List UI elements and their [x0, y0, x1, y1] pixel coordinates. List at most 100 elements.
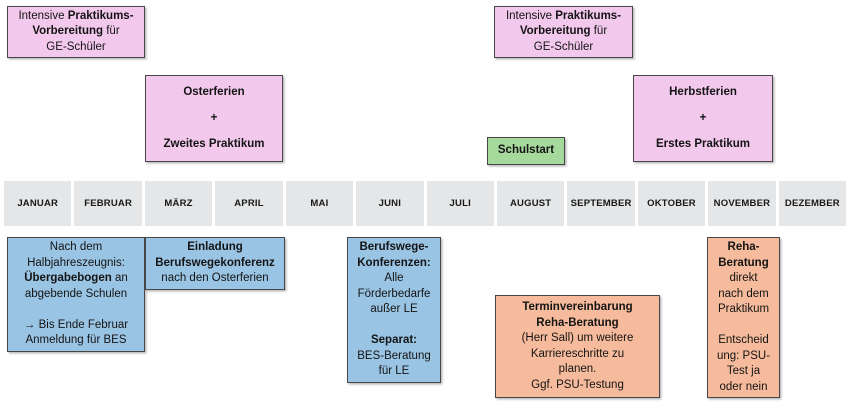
text-line: Karriereschritte zu [531, 347, 624, 363]
text-line: oder nein [720, 380, 768, 396]
text-segment: Schulstart [497, 144, 555, 157]
text-segment: abgebende Schulen [24, 287, 128, 300]
text-segment: Praktikums- [555, 9, 622, 22]
text-line: (Herr Sall) um weitere [522, 331, 634, 347]
text-segment: Erstes Praktikum [656, 137, 750, 150]
text-line: Osterferien [183, 85, 244, 101]
text-segment: Osterferien [183, 86, 245, 98]
month-cell: SEPTEMBER [567, 181, 635, 226]
text-line: außer LE [370, 302, 417, 318]
text-line: BES-Beratung [357, 349, 431, 365]
text-line: Vorbereitung für [520, 24, 607, 40]
text-segment: oder nein [719, 380, 768, 393]
text-segment: Karriereschritte zu [530, 347, 625, 360]
text-line: + [700, 111, 707, 127]
text-segment: Zweites Praktikum [163, 137, 265, 150]
text-segment: Intensive [505, 9, 556, 22]
text-line: abgebende Schulen [25, 287, 127, 303]
text-segment: (Herr Sall) um weitere [521, 332, 634, 344]
event-box-schulstart: Schulstart [487, 137, 565, 165]
text-line: nach den Osterferien [161, 271, 268, 287]
month-cell: NOVEMBER [708, 181, 776, 226]
text-segment: außer LE [370, 303, 418, 316]
text-segment: + [210, 111, 218, 124]
text-line: Beratung [718, 256, 768, 272]
text-line: direkt [729, 271, 757, 287]
text-segment: Herbstferien [669, 86, 737, 98]
text-segment: Förderbedarfe [357, 287, 431, 300]
text-segment: Anmeldung für BES [25, 334, 127, 347]
text-segment: direkt [729, 272, 758, 284]
text-segment: → Bis Ende Februar [23, 318, 129, 331]
text-segment: ung: PSU- [716, 349, 771, 362]
text-segment: Praktikum [717, 303, 770, 315]
text-line: Reha- [728, 240, 760, 256]
month-cell: AUGUST [496, 181, 565, 226]
text-line: Erstes Praktikum [656, 137, 750, 153]
text-line: für LE [379, 364, 410, 380]
text-segment: Vorbereitung [32, 25, 104, 38]
month-cell: MÄRZ [144, 181, 213, 226]
text-segment: Terminvereinbarung [522, 301, 633, 313]
month-cell: JANUAR [4, 181, 72, 226]
event-box-osterferien-zweites-praktikum: Osterferien + Zweites Praktikum [145, 75, 283, 162]
text-line: Herbstferien [669, 85, 737, 101]
text-line: + [211, 111, 218, 127]
text-line: Zweites Praktikum [164, 137, 265, 153]
text-segment: Entscheid [718, 334, 769, 346]
text-segment: Reha-Beratung [536, 316, 619, 329]
month-cell: FEBRUAR [74, 181, 142, 226]
text-line: Förderbedarfe [358, 287, 431, 303]
month-cell: JULI [426, 181, 494, 226]
text-line: Berufswegekonferenz [155, 256, 275, 272]
text-line: planen. [559, 362, 597, 378]
text-segment: nach den Osterferien [161, 272, 269, 285]
text-segment: Übergabebogen [24, 272, 112, 285]
month-cell: APRIL [215, 181, 283, 226]
text-line: Konferenzen: [357, 256, 430, 272]
text-segment: Berufswege- [359, 241, 429, 254]
text-line: Entscheid [718, 333, 769, 349]
text-line: nach dem [718, 287, 769, 303]
text-segment: Praktikums- [67, 9, 134, 22]
text-line: Berufswege- [359, 240, 428, 256]
text-line: Terminvereinbarung [522, 300, 632, 316]
text-segment: Ggf. PSU-Testung [531, 378, 624, 391]
text-line: GE-Schüler [46, 40, 105, 56]
text-line: Ggf. PSU-Testung [531, 378, 624, 394]
text-segment: Alle [384, 272, 404, 285]
text-segment: + [699, 111, 707, 124]
text-segment: Nach dem [49, 241, 103, 254]
text-segment: Konferenzen: [357, 256, 431, 269]
text-segment: planen. [558, 363, 597, 375]
event-box-herbstferien-erstes-praktikum: Herbstferien + Erstes Praktikum [633, 75, 773, 162]
month-cell: JUNI [356, 181, 424, 226]
text-line: Reha-Beratung [536, 316, 618, 332]
text-line: Praktikum [718, 302, 769, 318]
text-segment: BES-Beratung [357, 349, 431, 362]
text-line: Intensive Praktikums- [506, 9, 621, 25]
text-line: Nach dem [50, 240, 102, 256]
text-segment: Vorbereitung [519, 25, 591, 38]
text-segment: für LE [378, 365, 410, 378]
text-line: → Bis Ende Februar [24, 318, 128, 334]
text-segment: Separat: [370, 334, 418, 347]
month-cell: MAI [285, 181, 354, 226]
text-line: Einladung [187, 240, 243, 256]
text-line: GE-Schüler [534, 40, 593, 56]
text-line: Halbjahreszeugnis: [27, 256, 125, 272]
text-segment: für [590, 25, 608, 38]
text-line: Separat: [371, 333, 417, 349]
month-cell: OKTOBER [637, 181, 706, 226]
text-segment: Einladung [187, 241, 243, 254]
text-line: Test ja [727, 364, 760, 380]
month-cell: DEZEMBER [778, 181, 847, 226]
text-segment: Beratung [718, 256, 769, 269]
